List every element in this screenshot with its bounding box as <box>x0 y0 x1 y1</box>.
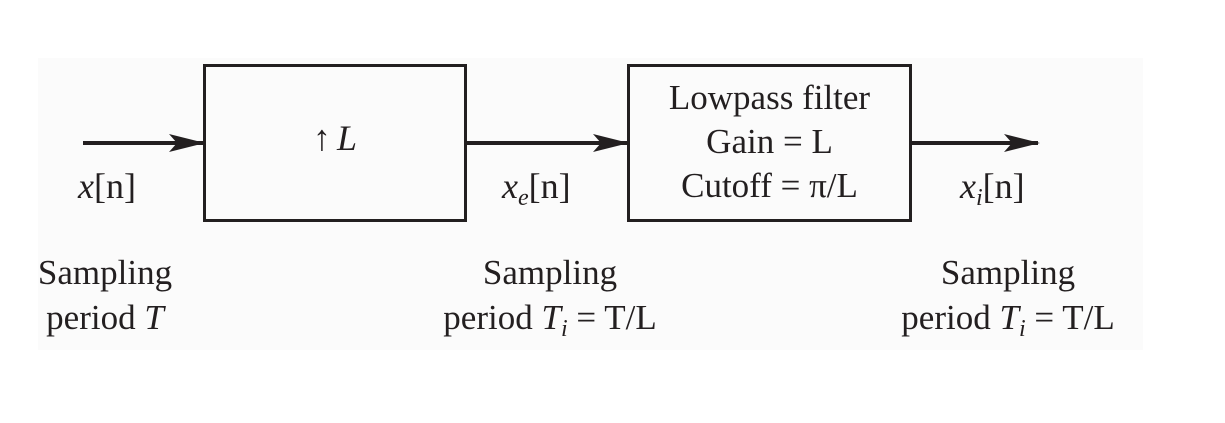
input-signal-symbol: x <box>78 166 94 206</box>
upsample-factor: L <box>336 118 358 158</box>
up-arrow-icon: ↑ <box>312 118 331 158</box>
expanded-signal-symbol: x <box>502 166 518 206</box>
middle-caption-line2: period Ti = T/L <box>400 295 700 342</box>
diagram-background <box>38 58 1143 350</box>
expanded-signal-subscript: e <box>517 185 529 211</box>
output-signal-subscript: i <box>975 185 983 211</box>
input-caption-line1: Sampling <box>37 253 173 292</box>
output-signal-symbol: x <box>960 166 976 206</box>
filter-cutoff: Cutoff = π/L <box>681 166 858 205</box>
output-caption-subscript: i <box>1018 316 1026 342</box>
output-signal-index: [n] <box>982 166 1025 206</box>
middle-caption-prefix: period <box>443 298 542 337</box>
output-caption-line1: Sampling <box>940 253 1076 292</box>
input-signal-label: x[n] <box>78 164 136 208</box>
output-sampling-caption: Sampling period Ti = T/L <box>858 250 1158 342</box>
input-caption-symbol: T <box>144 298 164 337</box>
upsampler-label: ↑L <box>203 116 467 160</box>
output-caption-prefix: period <box>901 298 1000 337</box>
filter-title: Lowpass filter <box>668 78 871 117</box>
input-signal-index: [n] <box>93 166 136 206</box>
middle-sampling-caption: Sampling period Ti = T/L <box>400 250 700 342</box>
input-caption-line2: period T <box>20 295 190 340</box>
expanded-signal-label: xe[n] <box>502 164 571 211</box>
input-sampling-caption: Sampling period T <box>20 250 190 340</box>
output-caption-line2: period Ti = T/L <box>858 295 1158 342</box>
filter-gain: Gain = L <box>706 122 833 161</box>
output-caption-symbol: T <box>999 298 1019 337</box>
middle-caption-symbol: T <box>541 298 561 337</box>
upsampler-block <box>203 64 467 222</box>
middle-caption-suffix: = T/L <box>567 298 657 337</box>
filter-label: Lowpass filter Gain = L Cutoff = π/L <box>627 76 912 208</box>
lowpass-filter-block <box>627 64 912 222</box>
middle-caption-line1: Sampling <box>482 253 618 292</box>
output-signal-label: xi[n] <box>960 164 1025 211</box>
input-caption-prefix: period <box>46 298 145 337</box>
middle-caption-subscript: i <box>560 316 568 342</box>
expanded-signal-index: [n] <box>528 166 571 206</box>
output-caption-suffix: = T/L <box>1025 298 1115 337</box>
